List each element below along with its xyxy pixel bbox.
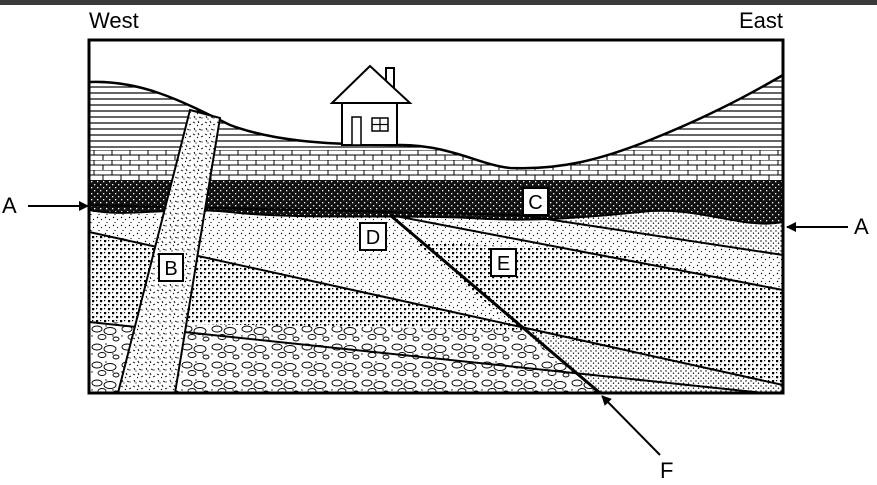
rock-layers: [89, 40, 783, 393]
label-box-d: D: [359, 222, 387, 251]
diagram-frame: [87, 38, 785, 395]
sky: [89, 40, 783, 169]
marker-f: F: [660, 458, 673, 483]
layer-dense-top-right: [390, 210, 783, 255]
east-label: East: [739, 8, 783, 33]
label-b: B: [164, 258, 177, 280]
house-icon: [329, 64, 413, 146]
layer-brick: [89, 148, 783, 180]
marker-a-left: A: [2, 193, 17, 218]
west-label: West: [89, 8, 139, 33]
label-e: E: [497, 253, 510, 275]
arrow-f: [601, 395, 661, 456]
label-box-b: B: [158, 253, 184, 282]
label-box-e: E: [490, 248, 517, 277]
boundary-line-3: [389, 214, 783, 291]
layer-top-horizontal: [89, 75, 783, 169]
boundary-line-2: [89, 231, 783, 386]
label-c: C: [528, 192, 542, 214]
layer-thin-band: [520, 330, 783, 393]
fault-line: [389, 213, 601, 393]
layer-b-intrusion: [116, 108, 222, 393]
marker-a-right: A: [854, 214, 869, 239]
label-box-c: C: [522, 187, 549, 216]
boundary-line-1: [89, 204, 783, 256]
label-d: D: [366, 227, 380, 249]
boundary-line-4: [89, 321, 774, 393]
top-bar: [0, 0, 877, 5]
